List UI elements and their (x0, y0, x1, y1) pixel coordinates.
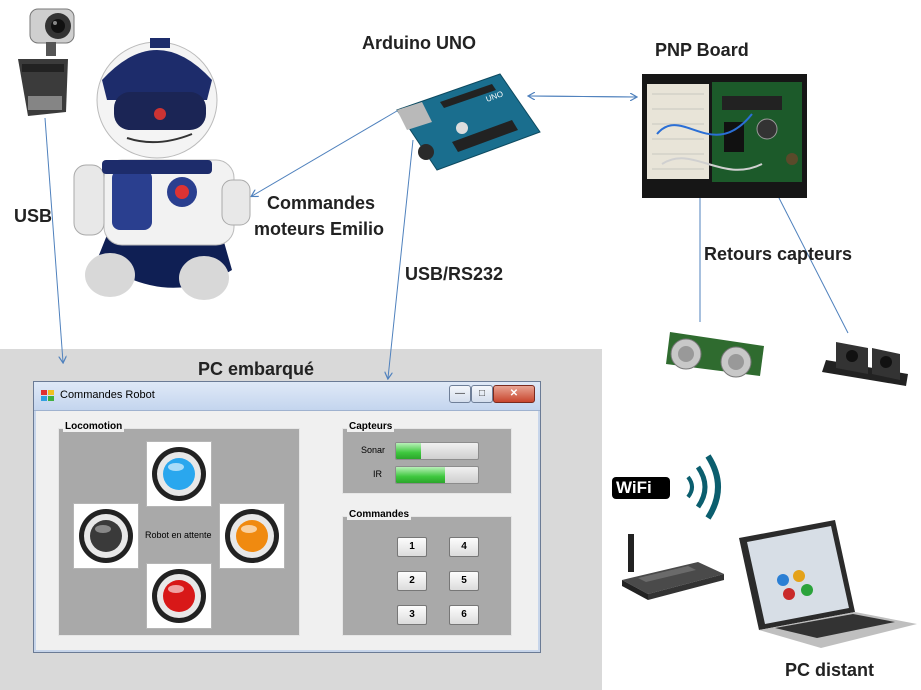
red-button-icon (152, 569, 206, 623)
arrow-arduino-to-pc (388, 139, 414, 378)
wifi-logo: WiFi (612, 477, 670, 499)
label-pc-embarque: PC embarqué (198, 359, 315, 379)
commandes-robot-window: Commandes Robot — □ ✕ Locomotion (33, 381, 541, 653)
sonar-progress-fill (396, 443, 421, 459)
close-icon: ✕ (509, 388, 519, 399)
window-title-bar[interactable]: Commandes Robot — □ ✕ (34, 382, 540, 411)
capteurs-group-title: Capteurs (347, 421, 395, 432)
pnp-board-image (642, 74, 807, 198)
left-light (90, 520, 122, 552)
router-image (622, 534, 724, 600)
sonar-sensor-image (666, 332, 764, 378)
command-button-1[interactable]: 1 (397, 537, 427, 557)
ir-progress-bar (395, 466, 479, 484)
wifi-logo-text: WiFi (616, 478, 652, 497)
black-button-icon (79, 509, 133, 563)
window-title: Commandes Robot (60, 389, 155, 401)
command-button-6[interactable]: 6 (449, 605, 479, 625)
app-icon (41, 390, 54, 401)
left-button[interactable] (73, 503, 139, 569)
label-retours-capteurs: Retours capteurs (704, 244, 853, 264)
sonar-progress-bar (395, 442, 479, 460)
minimize-button[interactable]: — (449, 385, 471, 403)
locomotion-group-title: Locomotion (63, 421, 125, 432)
label-pc-distant: PC distant (785, 660, 875, 680)
ir-label: IR (373, 469, 382, 479)
ir-sensor-image (822, 342, 908, 386)
minimize-icon: — (455, 388, 465, 399)
forward-light (163, 458, 195, 490)
close-button[interactable]: ✕ (493, 385, 535, 403)
forward-button[interactable] (146, 441, 212, 507)
locomotion-group: Locomotion Robot en attente (58, 421, 300, 636)
backward-light (163, 580, 195, 612)
backward-button[interactable] (146, 563, 212, 629)
capteurs-group: Capteurs Sonar IR (342, 421, 512, 494)
label-arduino-uno: Arduino UNO (362, 33, 476, 53)
command-button-4[interactable]: 4 (449, 537, 479, 557)
command-button-3[interactable]: 3 (397, 605, 427, 625)
right-light (236, 520, 268, 552)
label-commandes: Commandes (267, 193, 376, 213)
label-usb: USB (14, 206, 53, 226)
webcam-image (18, 8, 75, 116)
robot-status-text: Robot en attente (145, 530, 212, 540)
command-button-2[interactable]: 2 (397, 571, 427, 591)
commandes-group-title: Commandes (347, 509, 412, 520)
maximize-icon: □ (478, 388, 486, 399)
line-pnp-ir (777, 195, 849, 334)
right-button[interactable] (219, 503, 285, 569)
command-button-5[interactable]: 5 (449, 571, 479, 591)
maximize-button[interactable]: □ (471, 385, 493, 403)
robot-emilio-image (73, 38, 251, 300)
label-pnp-board: PNP Board (655, 40, 749, 60)
commandes-group: Commandes 1 4 2 5 3 6 (342, 509, 512, 636)
arrow-webcam-to-pc (44, 117, 63, 362)
wifi-waves-icon (686, 454, 721, 520)
sonar-label: Sonar (361, 445, 386, 455)
arrow-arduino-to-robot (252, 107, 403, 196)
label-moteurs-emilio: moteurs Emilio (254, 219, 385, 239)
blue-button-icon (152, 447, 206, 501)
laptop-image (739, 520, 917, 648)
orange-button-icon (225, 509, 279, 563)
ir-progress-fill (396, 467, 446, 483)
arrow-pnp-to-arduino (529, 96, 637, 97)
label-usb-rs232: USB/RS232 (405, 264, 504, 284)
arduino-uno-image: UNO (396, 73, 541, 171)
